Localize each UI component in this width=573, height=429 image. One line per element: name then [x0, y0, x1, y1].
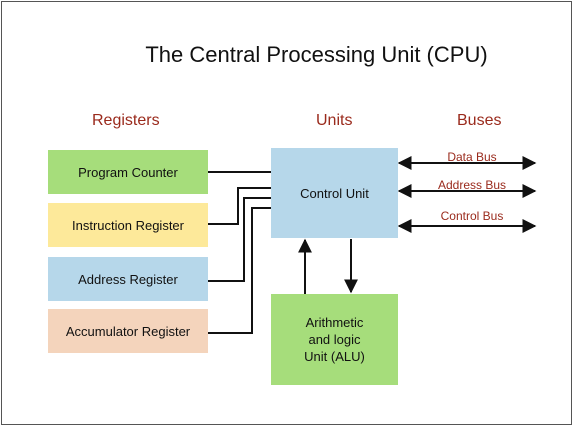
accumulator-register-box: Accumulator Register — [48, 309, 208, 353]
wire-accumulator-register — [208, 207, 271, 334]
buses-heading: Buses — [457, 112, 502, 129]
control-unit-box: Control Unit — [271, 148, 398, 238]
address-bus-label: Address Bus — [437, 178, 507, 192]
control-bus-label: Control Bus — [440, 209, 504, 223]
units-heading: Units — [316, 112, 353, 129]
alu-label: Arithmetic and logic Unit (ALU) — [304, 315, 365, 364]
accumulator-register-label: Accumulator Register — [65, 323, 191, 339]
diagram-title: The Central Processing Unit (CPU) — [145, 42, 488, 67]
instruction-register-box: Instruction Register — [48, 203, 208, 247]
address-register-box: Address Register — [48, 257, 208, 301]
registers-heading: Registers — [92, 112, 160, 129]
wire-instruction-register — [208, 187, 271, 225]
address-register-label: Address Register — [78, 271, 178, 287]
alu-box: Arithmetic and logic Unit (ALU) — [271, 294, 398, 385]
instruction-register-label: Instruction Register — [72, 217, 184, 233]
program-counter-label: Program Counter — [78, 164, 178, 180]
control-unit-label: Control Unit — [300, 185, 369, 201]
program-counter-box: Program Counter — [48, 150, 208, 194]
data-bus-label: Data Bus — [447, 150, 497, 164]
wire-address-register — [208, 197, 271, 282]
